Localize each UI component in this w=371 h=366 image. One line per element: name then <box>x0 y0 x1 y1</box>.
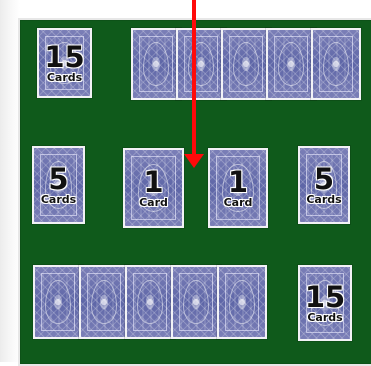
stack-bottom-right-counter: 15 Cards <box>300 267 350 339</box>
stack-middle-right[interactable]: 1 Card <box>208 148 268 228</box>
stack-middle-left[interactable]: 1 Card <box>123 148 184 228</box>
bottom-row-card[interactable] <box>33 265 83 339</box>
card-count-number: 15 <box>305 283 345 312</box>
bottom-card-row <box>33 265 269 339</box>
bottom-row-card[interactable] <box>125 265 175 339</box>
bottom-row-card[interactable] <box>79 265 129 339</box>
top-row-card[interactable] <box>311 28 361 100</box>
stack-middle-left-counter: 1 Card <box>125 150 182 226</box>
red-arrow-head-icon <box>184 154 204 168</box>
top-row-card[interactable] <box>266 28 316 100</box>
bottom-row-card[interactable] <box>217 265 267 339</box>
stack-top-left-counter: 15 Cards <box>39 30 90 96</box>
stack-middle-far-right-counter: 5 Cards <box>300 148 348 222</box>
card-count-label: Cards <box>306 194 341 205</box>
stack-middle-right-counter: 1 Card <box>210 150 266 226</box>
stack-middle-far-left-counter: 5 Cards <box>34 148 83 222</box>
top-row-card[interactable] <box>176 28 226 100</box>
stack-top-left[interactable]: 15 Cards <box>37 28 92 98</box>
stack-bottom-right[interactable]: 15 Cards <box>298 265 352 341</box>
card-count-label: Cards <box>41 194 76 205</box>
card-count-label: Card <box>224 197 253 208</box>
top-row-card[interactable] <box>131 28 181 100</box>
card-count-label: Cards <box>307 312 342 323</box>
top-card-row <box>131 28 361 100</box>
card-count-label: Card <box>139 197 168 208</box>
card-count-number: 5 <box>314 165 334 194</box>
card-count-number: 5 <box>48 165 68 194</box>
top-row-card[interactable] <box>221 28 271 100</box>
red-arrow-line <box>192 0 196 156</box>
card-count-number: 1 <box>228 168 248 197</box>
stack-middle-far-left[interactable]: 5 Cards <box>32 146 85 224</box>
stack-middle-far-right[interactable]: 5 Cards <box>298 146 350 224</box>
bottom-row-card[interactable] <box>171 265 221 339</box>
card-count-label: Cards <box>47 72 82 83</box>
card-count-number: 1 <box>143 168 163 197</box>
card-count-number: 15 <box>44 43 84 72</box>
